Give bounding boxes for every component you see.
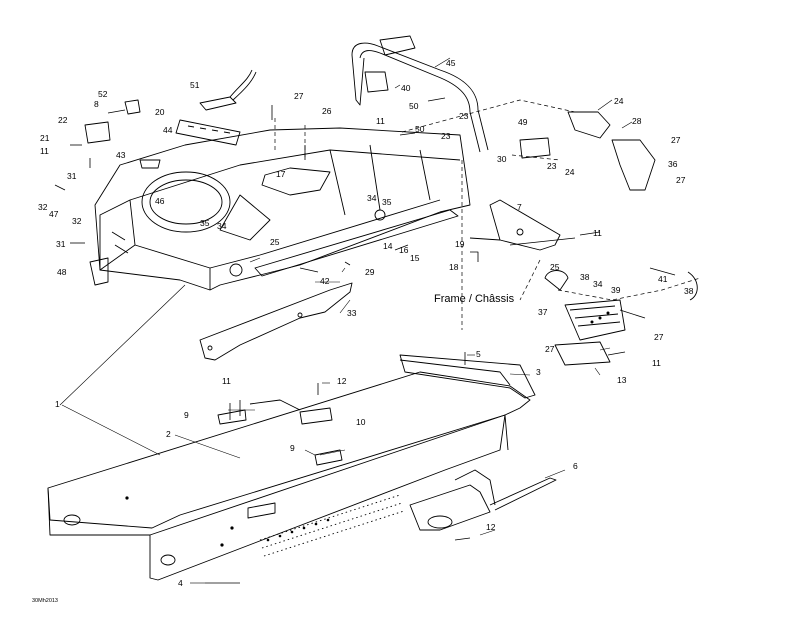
bracket-20: [175, 119, 241, 146]
callout-48: 48: [57, 267, 67, 277]
callout-52: 52: [98, 89, 108, 99]
upper-leader-dashes: [274, 99, 701, 330]
callout-36: 36: [668, 159, 678, 169]
callout-35a: 35: [200, 218, 210, 228]
hole-dots: [125, 311, 610, 547]
callout-49: 49: [518, 117, 528, 127]
callout-8: 8: [94, 99, 99, 109]
wiring-harness: [199, 69, 257, 111]
callout-32a: 32: [38, 202, 48, 212]
callout-2: 2: [166, 429, 171, 439]
callout-45: 45: [446, 58, 456, 68]
callout-31b: 31: [56, 239, 66, 249]
callout-44: 44: [163, 125, 173, 135]
callout-27e: 27: [545, 344, 555, 354]
callout-32b: 32: [72, 216, 82, 226]
callout-50b: 50: [415, 124, 425, 134]
fasteners: [54, 97, 676, 584]
upper-frame: [94, 127, 471, 291]
callout-43: 43: [116, 150, 126, 160]
rear-bumper: [409, 469, 557, 531]
step-assembly: [544, 270, 698, 366]
callout-9b: 9: [290, 443, 295, 453]
diagram-title: Frame / Châssis: [434, 293, 515, 305]
callout-41: 41: [658, 274, 668, 284]
leader-lines: [59, 57, 633, 584]
callout-11e: 11: [652, 358, 661, 368]
callout-11c: 11: [376, 116, 385, 126]
callout-38b: 38: [684, 286, 694, 296]
callout-19: 19: [455, 239, 465, 249]
callout-5: 5: [476, 349, 481, 359]
callout-25a: 25: [270, 237, 280, 247]
callout-18: 18: [449, 262, 459, 272]
callout-26: 26: [322, 106, 332, 116]
callout-15: 15: [410, 253, 420, 263]
callout-42: 42: [320, 276, 330, 286]
left-brackets: [84, 99, 161, 286]
callout-46: 46: [155, 196, 165, 206]
callout-47: 47: [49, 209, 59, 219]
callout-51: 51: [190, 80, 200, 90]
callout-14: 14: [383, 241, 393, 251]
callout-24a: 24: [614, 96, 624, 106]
bracket-7: [469, 199, 561, 251]
handle-bar: [351, 35, 489, 153]
callout-30: 30: [497, 154, 507, 164]
callout-10: 10: [356, 417, 366, 427]
callout-28: 28: [632, 116, 642, 126]
callout-7: 7: [517, 202, 522, 212]
callout-27b: 27: [671, 135, 681, 145]
callout-6: 6: [573, 461, 578, 471]
callout-40: 40: [401, 83, 411, 93]
callout-34a: 34: [367, 193, 377, 203]
callout-34b: 34: [217, 221, 227, 231]
callout-13: 13: [617, 375, 627, 385]
callout-17: 17: [276, 169, 286, 179]
callout-37: 37: [538, 307, 548, 317]
lower-tunnel: [47, 354, 536, 581]
callout-27c: 27: [676, 175, 686, 185]
callout-23b: 23: [441, 131, 451, 141]
callout-38a: 38: [580, 272, 590, 282]
callout-12b: 12: [486, 522, 496, 532]
callout-22: 22: [58, 115, 68, 125]
callout-11b: 11: [40, 146, 49, 156]
callout-11a: 11: [222, 376, 231, 386]
callout-50a: 50: [409, 101, 419, 111]
cross-member-33: [199, 282, 353, 361]
callout-9a: 9: [184, 410, 189, 420]
callout-11d: 11: [593, 228, 602, 238]
callout-35b: 35: [382, 197, 392, 207]
callout-23a: 23: [459, 111, 469, 121]
drawing-code: 30Mh2013: [32, 598, 58, 604]
callout-27d: 27: [654, 332, 664, 342]
callout-25b: 25: [550, 262, 560, 272]
callout-39: 39: [611, 285, 621, 295]
callout-4: 4: [178, 578, 183, 588]
callout-12a: 12: [337, 376, 347, 386]
callout-3: 3: [536, 367, 541, 377]
callout-27a: 27: [294, 91, 304, 101]
callout-31a: 31: [67, 171, 77, 181]
right-brackets: [519, 111, 656, 191]
callout-16: 16: [399, 245, 409, 255]
callout-1: 1: [55, 399, 60, 409]
callout-23c: 23: [547, 161, 557, 171]
callout-21: 21: [40, 133, 50, 143]
callout-33: 33: [347, 308, 357, 318]
callout-24b: 24: [565, 167, 575, 177]
callout-34c: 34: [593, 279, 603, 289]
callout-29: 29: [365, 267, 375, 277]
callout-20: 20: [155, 107, 165, 117]
